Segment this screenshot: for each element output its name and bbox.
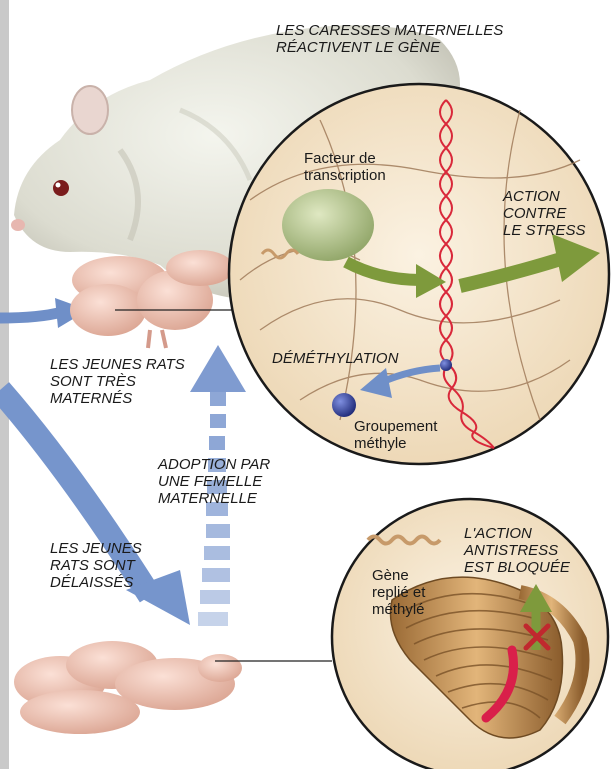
label-gene-folded: Gène replié et méthylé [372,567,425,618]
circle-gene-active [229,84,609,464]
label-antistress-blocked: L'ACTION ANTISTRESS EST BLOQUÉE [464,525,570,576]
methyl-group-small [440,359,452,371]
methyl-group-ball [332,393,356,417]
pups-mothered [70,250,234,348]
label-demethylation: DÉMÉTHYLATION [272,350,398,367]
pups-neglected [14,641,242,734]
label-adoption: ADOPTION PAR UNE FEMELLE MATERNELLE [158,456,270,507]
label-methyl-group: Groupement méthyle [354,418,437,452]
label-action-stress: ACTION CONTRE LE STRESS [503,188,586,239]
label-young-rats-neglected: LES JEUNES RATS SONT DÉLAISSÉS [50,540,142,591]
label-young-rats-mothered: LES JEUNES RATS SONT TRÈS MATERNÉS [50,356,185,407]
label-caresses: LES CARESSES MATERNELLES RÉACTIVENT LE G… [276,22,503,56]
label-transcription-factor: Facteur de transcription [304,150,386,184]
